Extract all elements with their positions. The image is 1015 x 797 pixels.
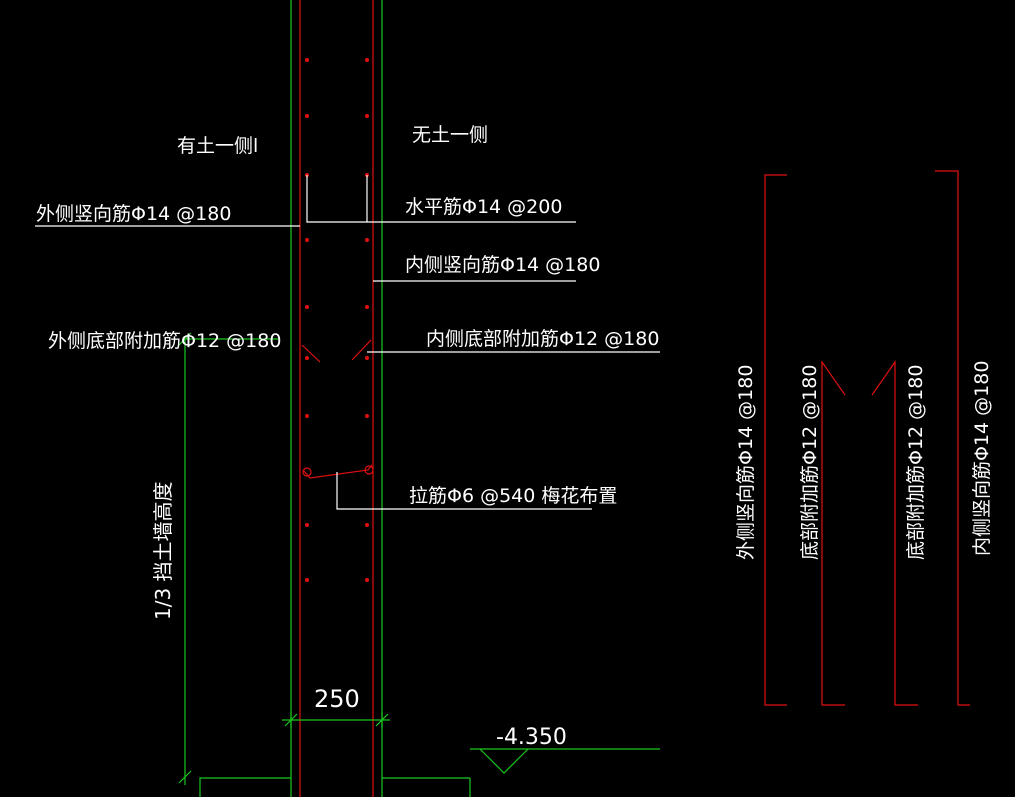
wall-outline: [199, 0, 471, 797]
bar-dot: [305, 58, 309, 62]
bar-dot: [305, 114, 309, 118]
label-tie-bar: 拉筋Φ6 @540 梅花布置: [409, 485, 617, 507]
tie-bar: [302, 464, 373, 479]
label-outer-vertical: 外侧竖向筋Φ14 @180: [36, 203, 231, 225]
legend-text-inner-bottom: 底部附加筋Φ12 @180: [905, 365, 927, 560]
footing-left: [199, 777, 291, 797]
leader-tie-bar: [336, 472, 592, 510]
bar-dot: [365, 414, 369, 418]
bar-dot: [365, 356, 369, 360]
bar-dot: [365, 523, 369, 527]
legend-outer-bottom-shape: [821, 360, 846, 706]
label-inner-bottom-extra: 内侧底部附加筋Φ12 @180: [426, 328, 659, 350]
bar-dot: [305, 356, 309, 360]
tie-bar-hook-left: [302, 467, 312, 477]
bar-dot: [365, 114, 369, 118]
leader-horizontal: [306, 175, 576, 223]
legend-text-outer-vertical: 外侧竖向筋Φ14 @180: [735, 365, 757, 560]
height-dim-tick-bottom: [178, 770, 192, 784]
bar-dot: [365, 578, 369, 582]
label-soil-side: 有土一侧l: [177, 135, 258, 157]
bar-dot: [305, 305, 309, 309]
height-dim-tick-top: [178, 332, 192, 346]
leaders: [35, 175, 660, 510]
bar-dot: [305, 523, 309, 527]
label-height-note: 1/3 挡土墙高度: [151, 481, 175, 620]
bar-dot: [305, 578, 309, 582]
rebar-shape-legend: [764, 170, 970, 706]
label-inner-vertical: 内侧竖向筋Φ14 @180: [405, 254, 600, 276]
thickness-tick-right: [375, 713, 389, 727]
legend-text-inner-vertical: 内侧竖向筋Φ14 @180: [971, 361, 993, 556]
label-outer-bottom-extra: 外侧底部附加筋Φ12 @180: [48, 330, 281, 352]
bar-dot: [365, 238, 369, 242]
inner-bottom-extra-bar: [351, 339, 372, 361]
rebars: [299, 0, 374, 797]
bar-dot: [305, 414, 309, 418]
legend-inner-bottom-shape: [871, 360, 918, 706]
legend-inner-vertical-shape: [935, 170, 970, 706]
bar-dot: [365, 58, 369, 62]
dimension-lines: [178, 332, 660, 785]
thickness-tick-left: [284, 713, 298, 727]
label-elevation: -4.350: [496, 725, 567, 750]
elevation-triangle: [479, 748, 529, 774]
label-thickness-dimension: 250: [314, 685, 360, 713]
outer-bottom-extra-bar: [301, 344, 321, 363]
bar-dot: [365, 305, 369, 309]
legend-text-outer-bottom: 底部附加筋Φ12 @180: [799, 365, 821, 560]
legend-outer-vertical-shape: [764, 174, 787, 706]
label-horizontal: 水平筋Φ14 @200: [405, 196, 562, 218]
bar-dot: [305, 238, 309, 242]
tie-bar-hook-right: [364, 465, 374, 475]
label-no-soil-side: 无土一侧: [412, 124, 488, 146]
